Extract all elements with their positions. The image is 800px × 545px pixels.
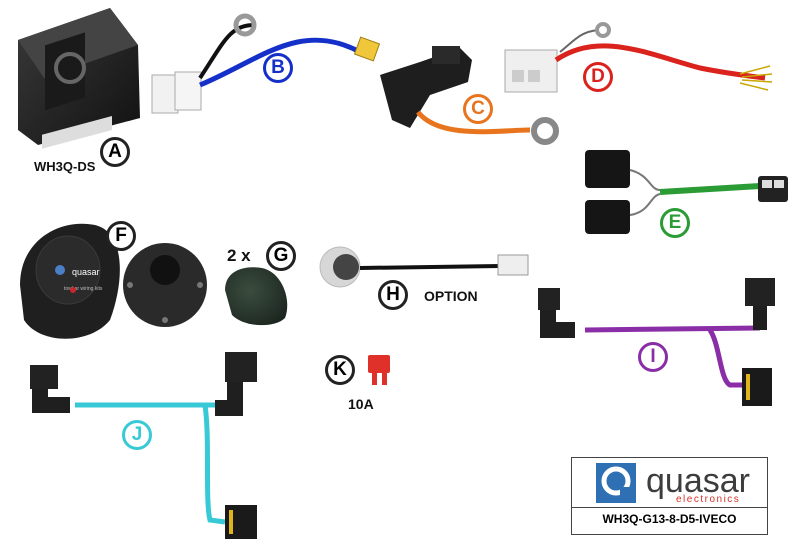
badge-k: K	[325, 355, 355, 385]
harness-i	[538, 278, 775, 406]
badge-g: G	[266, 241, 296, 271]
brand-divider	[572, 507, 767, 508]
kit-code: WH3Q-G13-8-D5-IVECO	[602, 512, 737, 526]
label-module-model: WH3Q-DS	[34, 159, 96, 174]
control-module-a	[18, 8, 140, 149]
badge-e: E	[660, 208, 690, 238]
harness-e	[585, 150, 788, 234]
switch-lead-h	[319, 246, 529, 288]
label-fuse-rating: 10A	[348, 396, 374, 412]
quasar-logo-mark-icon	[596, 463, 636, 503]
harness-j	[30, 352, 257, 539]
cap-g	[225, 267, 288, 326]
socket-brand-text: quasar	[72, 267, 100, 277]
signal-lead-d	[504, 22, 773, 93]
power-lead-b	[151, 13, 381, 114]
badge-j: J	[122, 420, 152, 450]
relay-lead-c	[380, 46, 559, 145]
badge-a: A	[100, 137, 130, 167]
socket-subtext: towbar wiring kits	[64, 286, 103, 292]
badge-h: H	[378, 280, 408, 310]
badge-f: F	[106, 221, 136, 251]
label-option: OPTION	[424, 288, 478, 304]
fuse-k	[368, 355, 390, 385]
brand-tagline: electronics	[676, 494, 741, 505]
badge-i: I	[638, 342, 668, 372]
badge-c: C	[463, 94, 493, 124]
badge-d: D	[583, 62, 613, 92]
label-qty-g: 2 x	[227, 246, 251, 265]
socket-f: quasar towbar wiring kits	[20, 223, 207, 339]
brand-panel: quasar electronics WH3Q-G13-8-D5-IVECO	[571, 457, 768, 535]
brand-name: quasar	[646, 462, 750, 500]
badge-b: B	[263, 53, 293, 83]
